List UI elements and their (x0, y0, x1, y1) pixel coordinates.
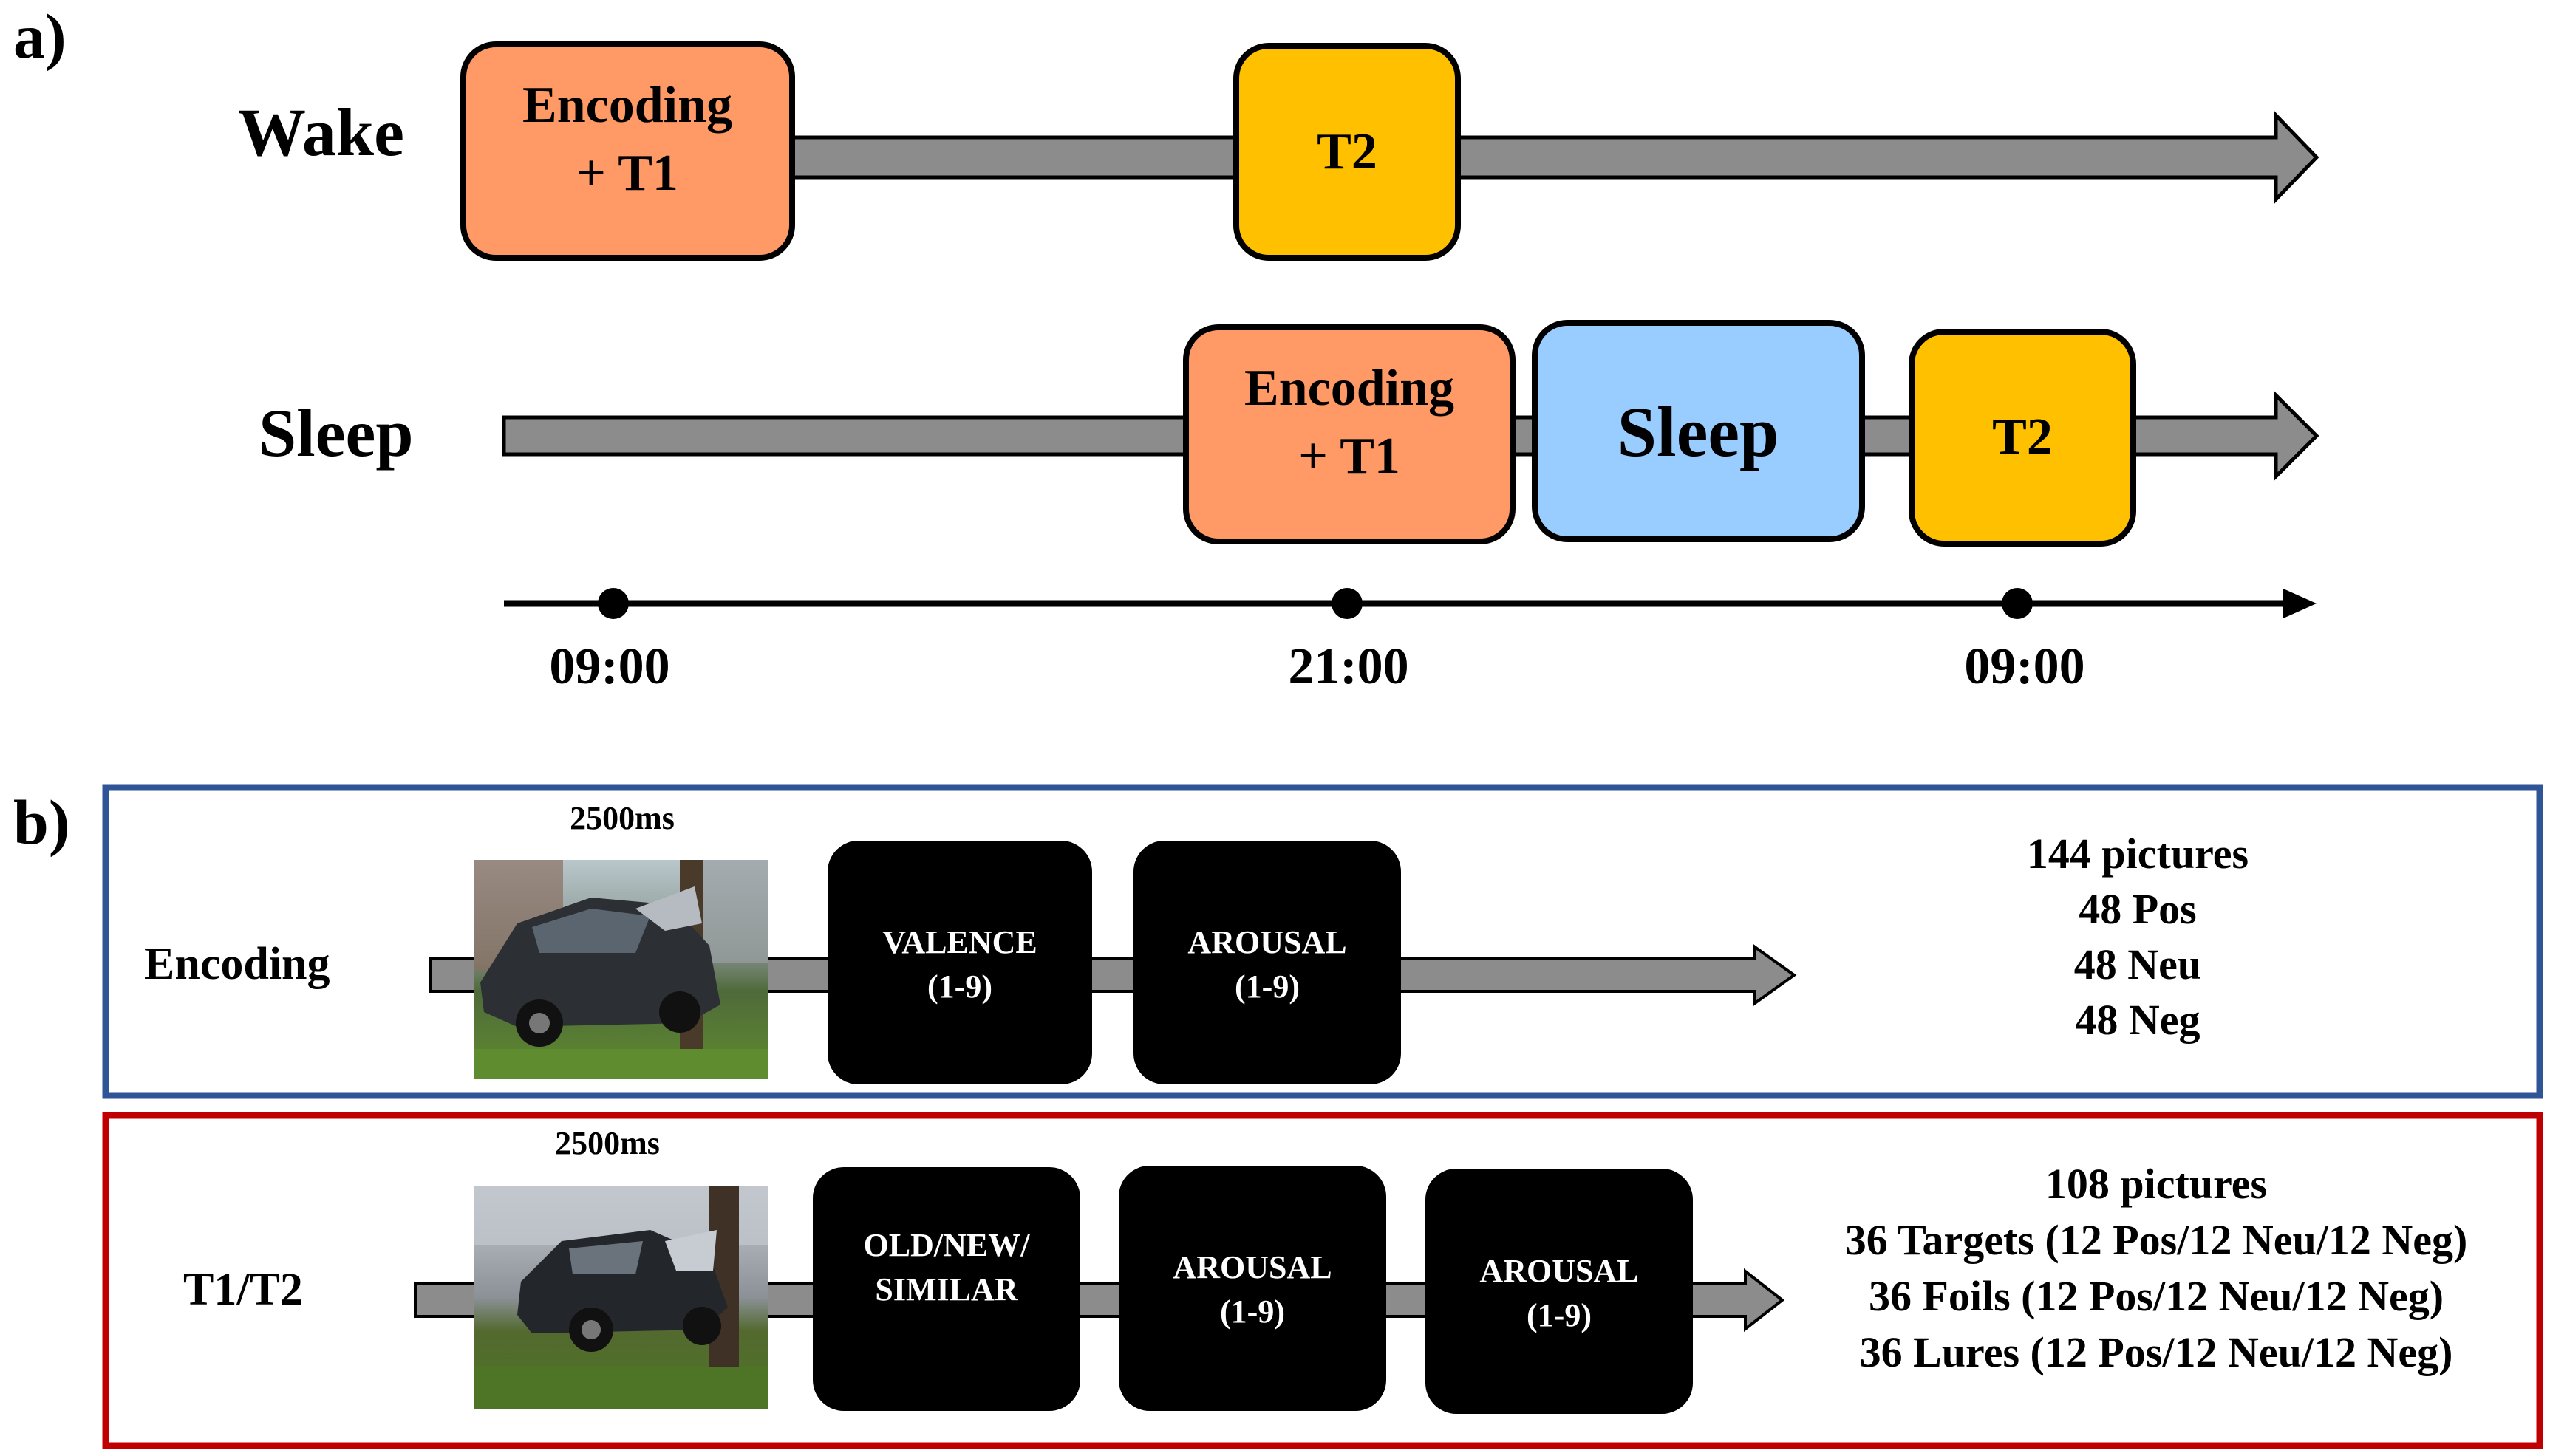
test-arousal2-line2: (1-9) (1527, 1297, 1592, 1333)
sleep-t2-box (1909, 329, 2136, 547)
encoding-row-label: Encoding (144, 939, 330, 989)
test-arousal-screen-2 (1425, 1169, 1693, 1414)
sleep-period-label: Sleep (1617, 392, 1779, 471)
encoding-summary-line2: 48 Pos (2079, 885, 2197, 933)
clock-tick-0900-start (598, 588, 629, 619)
clock-label-2100: 21:00 (1288, 638, 1408, 695)
test-summary-line2: 36 Targets (12 Pos/12 Neu/12 Neg) (1845, 1216, 2468, 1264)
wake-timeline-arrow (774, 110, 2319, 205)
test-oldnew-line1: OLD/NEW/ (864, 1227, 1031, 1263)
sleep-t2-label: T2 (1992, 409, 2053, 465)
sleep-encoding-line1: Encoding (1244, 360, 1454, 417)
encoding-summary-line4: 48 Neg (2075, 996, 2200, 1044)
test-summary-line1: 108 pictures (2045, 1160, 2267, 1208)
encoding-summary-line1: 144 pictures (2027, 830, 2249, 878)
clock-timeline-arrowhead (2283, 589, 2317, 618)
encoding-arousal-screen (1133, 841, 1401, 1084)
test-arousal1-line1: AROUSAL (1173, 1249, 1332, 1285)
clock-label-0900-end: 09:00 (1964, 638, 2084, 695)
encoding-arousal-line2: (1-9) (1235, 968, 1300, 1005)
encoding-valence-line1: VALENCE (882, 924, 1037, 960)
test-row-label: T1/T2 (183, 1265, 303, 1315)
test-oldnew-line2: SIMILAR (875, 1271, 1018, 1308)
clock-tick-2100 (1332, 588, 1363, 619)
encoding-valence-screen (828, 841, 1092, 1084)
encoding-valence-line2: (1-9) (927, 968, 992, 1005)
encoding-duration: 2500ms (570, 800, 675, 836)
wake-encoding-line2: + T1 (576, 145, 678, 202)
encoding-summary-line3: 48 Neu (2074, 940, 2201, 988)
sleep-encoding-line2: + T1 (1298, 428, 1400, 485)
test-arousal2-line1: AROUSAL (1479, 1253, 1638, 1289)
wake-encoding-box (460, 41, 795, 261)
test-arousal1-line2: (1-9) (1220, 1293, 1285, 1330)
test-summary-line3: 36 Foils (12 Pos/12 Neu/12 Neg) (1869, 1272, 2444, 1320)
test-summary-line4: 36 Lures (12 Pos/12 Neu/12 Neg) (1860, 1328, 2453, 1376)
test-duration: 2500ms (555, 1125, 660, 1161)
clock-label-0900-start: 09:00 (549, 638, 669, 695)
encoding-stimulus-image (474, 860, 768, 1079)
test-arousal-screen-1 (1119, 1166, 1386, 1411)
wake-encoding-line1: Encoding (522, 77, 732, 134)
wake-row-label: Wake (238, 95, 404, 170)
test-stimulus-image (474, 1186, 768, 1409)
encoding-frame (102, 784, 2543, 1099)
sleep-row-label: Sleep (259, 395, 414, 471)
encoding-arousal-line1: AROUSAL (1187, 924, 1346, 960)
wake-t2-label: T2 (1317, 123, 1377, 180)
wake-t2-box (1233, 43, 1461, 261)
panel-a-label: a) (13, 1, 67, 72)
test-oldnew-screen (813, 1167, 1080, 1411)
test-frame (102, 1112, 2543, 1449)
sleep-period-box (1532, 320, 1865, 542)
panel-b-label: b) (13, 787, 69, 858)
sleep-encoding-box (1183, 324, 1516, 544)
clock-tick-0900-end (2002, 588, 2033, 619)
